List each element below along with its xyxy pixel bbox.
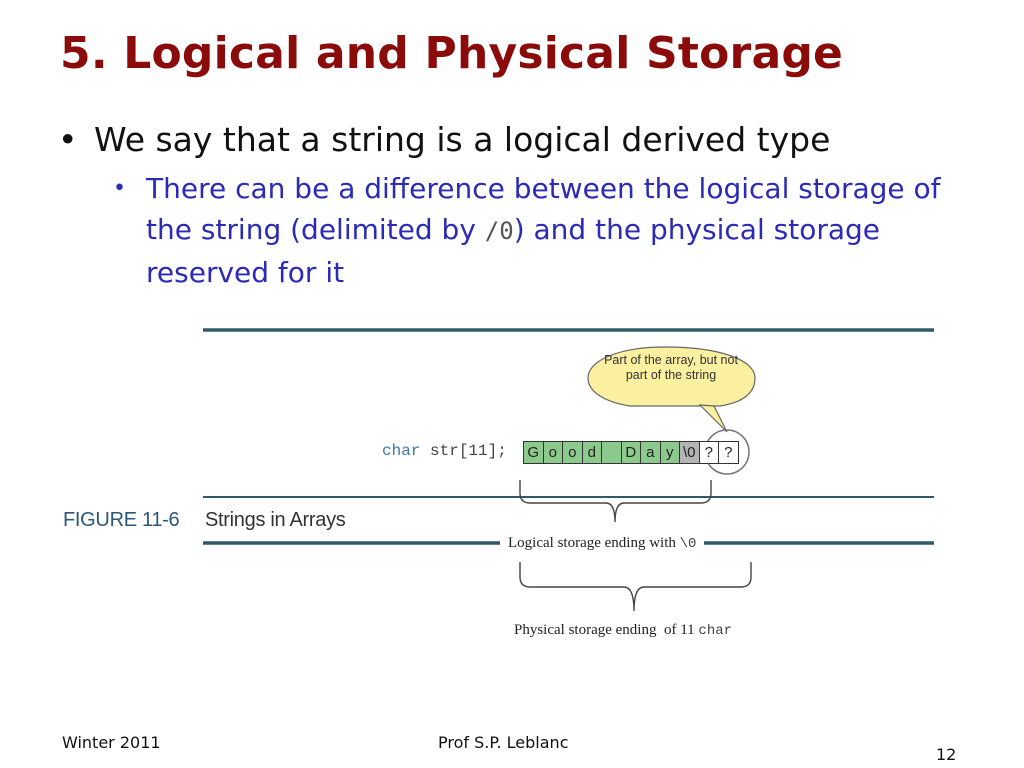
footer-date: Winter 2011 bbox=[62, 733, 161, 752]
array-cell bbox=[601, 441, 622, 464]
bullet-2-text: There can be a difference between the lo… bbox=[113, 168, 993, 293]
figure-caption-label: FIGURE 11-6 bbox=[63, 509, 180, 531]
bullet-2-text-before: There can be a difference between the lo… bbox=[146, 172, 941, 246]
bullet-2-text-after: ) and the physical storage reserved for … bbox=[146, 213, 881, 289]
callout-bubble bbox=[587, 346, 756, 407]
slide-title: 5. Logical and Physical Storage bbox=[60, 28, 844, 79]
figure-caption-text: Strings in Arrays bbox=[205, 509, 346, 531]
logical-storage-text: Logical storage ending with bbox=[508, 535, 680, 551]
physical-storage-label: Physical storage ending of 11 char bbox=[514, 622, 732, 639]
bullet-dot: • bbox=[113, 176, 126, 201]
physical-storage-text: Physical storage ending of 11 bbox=[514, 622, 699, 638]
logical-storage-label: Logical storage ending with \0 bbox=[500, 535, 705, 552]
physical-storage-code: char bbox=[698, 623, 733, 639]
array-cells: G o o d D a y \0 ? ? bbox=[523, 441, 739, 464]
bullet-1: • We say that a string is a logical deriv… bbox=[58, 120, 830, 159]
code-rest: str[11]; bbox=[420, 442, 507, 460]
footer-author: Prof S.P. Leblanc bbox=[438, 733, 569, 752]
array-cell: G bbox=[523, 441, 544, 464]
logical-storage-brace bbox=[519, 480, 712, 523]
array-cell: D bbox=[620, 441, 641, 464]
callout-text: Part of the array, but not part of the s… bbox=[604, 353, 738, 382]
array-cell-null-terminator: \0 bbox=[679, 441, 700, 464]
code-keyword: char bbox=[382, 442, 421, 460]
bullet-dot: • bbox=[58, 120, 78, 159]
array-cell: d bbox=[581, 441, 602, 464]
array-cell-unknown: ? bbox=[698, 441, 719, 464]
bullet-1-text: We say that a string is a logical derive… bbox=[94, 120, 831, 159]
array-cell: y bbox=[659, 441, 680, 464]
bullet-2-code: /0 bbox=[484, 217, 514, 245]
code-declaration: char str[11]; bbox=[382, 442, 507, 460]
array-cell: a bbox=[640, 441, 661, 464]
physical-storage-brace bbox=[519, 562, 752, 612]
callout-pointer bbox=[698, 404, 728, 433]
array-cell: o bbox=[562, 441, 583, 464]
logical-storage-code: \0 bbox=[679, 536, 697, 552]
array-cell-unknown: ? bbox=[718, 441, 739, 464]
page-number: 12 bbox=[936, 745, 957, 764]
bullet-2: • There can be a difference between the … bbox=[113, 168, 993, 293]
array-cell: o bbox=[542, 441, 563, 464]
